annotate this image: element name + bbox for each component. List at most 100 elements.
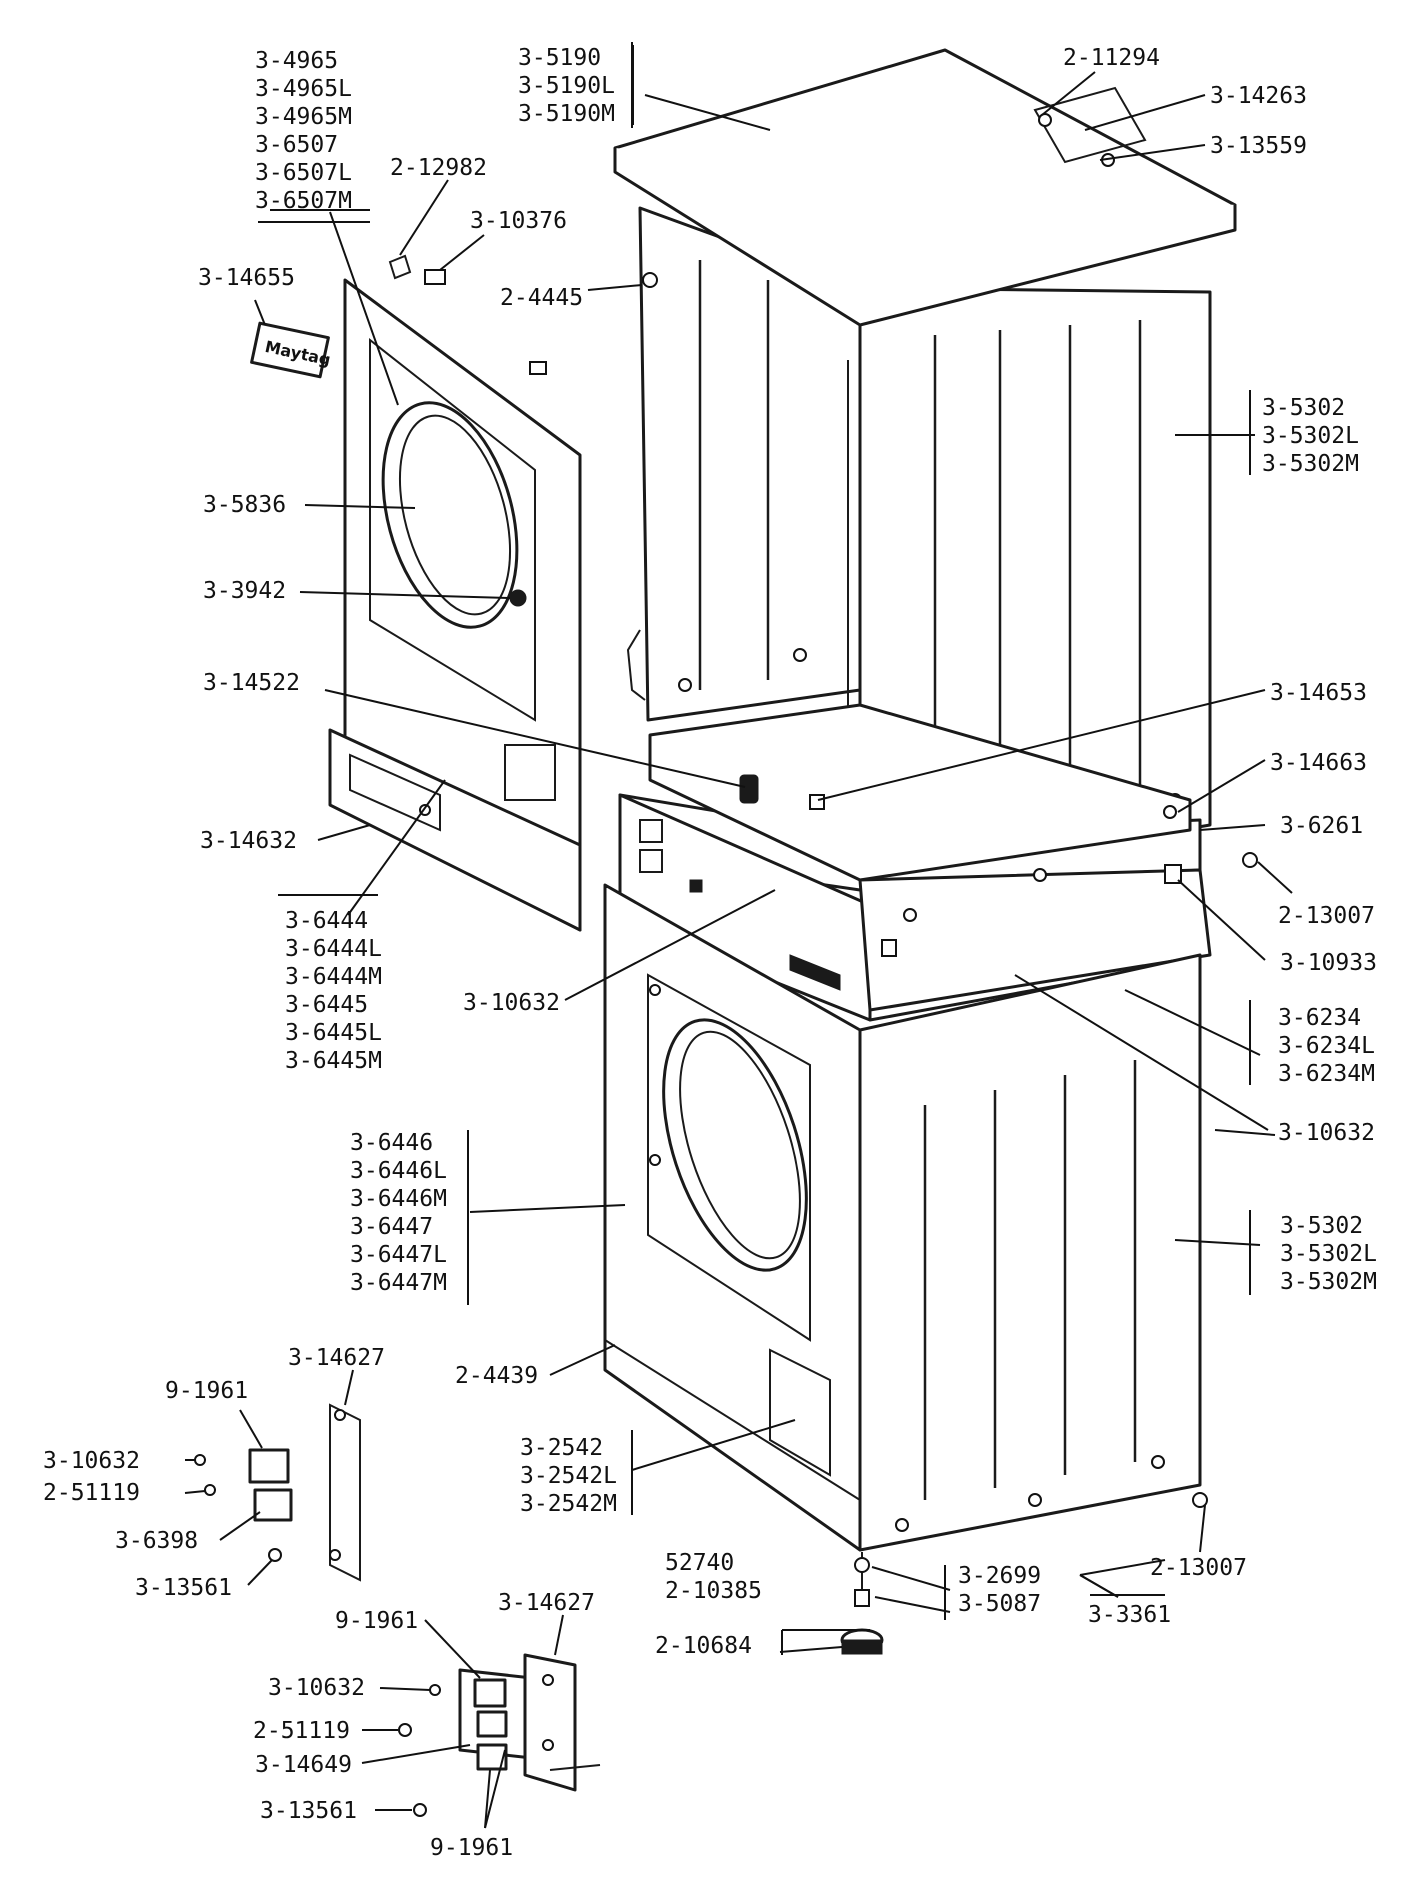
label-2-12982: 2-12982	[390, 155, 487, 181]
label-lower-cabinet-0: 3-6446	[350, 1130, 433, 1156]
label-kit2-3-14627: 3-14627	[498, 1590, 595, 1616]
label-top-cover-2: 3-5190M	[518, 101, 615, 127]
label-upper-side-1: 3-5302L	[1262, 423, 1359, 449]
screw-kit1-10632	[194, 1454, 206, 1466]
label-kit1-9-1961: 9-1961	[165, 1378, 248, 1404]
switch-kit-2	[398, 1653, 601, 1817]
base-tray	[648, 703, 1192, 882]
label-top-front-3: 3-6507	[255, 132, 338, 158]
label-kit1-3-14627: 3-14627	[288, 1345, 385, 1371]
label-3-3361: 3-3361	[1088, 1602, 1171, 1628]
label-top-front-1: 3-4965L	[255, 76, 352, 102]
label-foot-0: 52740	[665, 1550, 734, 1576]
label-kit1-2-51119: 2-51119	[43, 1480, 140, 1506]
label-3-10933: 3-10933	[1280, 950, 1377, 976]
nameplate-badge: Maytag	[250, 321, 332, 379]
label-3-14663: 3-14663	[1270, 750, 1367, 776]
screw-kit2-51119	[398, 1723, 412, 1737]
label-lower-front-4: 3-6445L	[285, 1020, 382, 1046]
label-group-bars	[258, 42, 1251, 1655]
clip-upper-right	[529, 361, 547, 375]
part-number-labels: 3-4965 3-4965L 3-4965M 3-6507 3-6507L 3-…	[43, 45, 1377, 1861]
switch-block-lower	[253, 1488, 293, 1522]
label-lower-side-1: 3-5302L	[1280, 1241, 1377, 1267]
label-3-5836: 3-5836	[203, 492, 286, 518]
label-2-4439: 2-4439	[455, 1363, 538, 1389]
label-access-1: 3-2542L	[520, 1463, 617, 1489]
bracket-3-10933	[1164, 864, 1182, 884]
label-lower-front-5: 3-6445M	[285, 1048, 382, 1074]
upper-door-glass	[381, 401, 519, 629]
bracket-3-14627-b	[523, 1653, 577, 1792]
label-3-14655: 3-14655	[198, 265, 295, 291]
label-2-10684: 2-10684	[655, 1633, 752, 1659]
duct-elbow	[739, 774, 759, 804]
switch-block-upper	[248, 1448, 290, 1484]
label-kit2-9-1961-bottom: 9-1961	[430, 1835, 513, 1861]
label-3-10632-a: 3-10632	[463, 990, 560, 1016]
label-lower-front-1: 3-6444L	[285, 936, 382, 962]
screw-3-14663	[1163, 805, 1177, 819]
label-2-13007-a: 2-13007	[1278, 903, 1375, 929]
label-top-front-4: 3-6507L	[255, 160, 352, 186]
cabinet-top-frame	[858, 868, 1212, 1012]
label-kit2-3-14649: 3-14649	[255, 1752, 352, 1778]
label-3-14522: 3-14522	[203, 670, 300, 696]
mid-frame	[618, 703, 1212, 1022]
lower-trim-strip	[328, 728, 582, 932]
label-lower-front-3: 3-6445	[285, 992, 368, 1018]
label-kit2-3-10632: 3-10632	[268, 1675, 365, 1701]
label-upper-side-2: 3-5302M	[1262, 451, 1359, 477]
screw-kit1-51119	[204, 1484, 216, 1496]
clip-3-10376	[424, 269, 446, 285]
leader-lines	[184, 45, 1293, 1829]
label-leg-0: 3-2699	[958, 1563, 1041, 1589]
label-kit1-3-13561: 3-13561	[135, 1575, 232, 1601]
label-lower-cabinet-1: 3-6446L	[350, 1158, 447, 1184]
label-3-10376: 3-10376	[470, 208, 567, 234]
label-access-2: 3-2542M	[520, 1491, 617, 1517]
screw-kit2-13561	[413, 1803, 427, 1817]
label-2-11294: 2-11294	[1063, 45, 1160, 71]
label-3-13559: 3-13559	[1210, 133, 1307, 159]
label-3-14263: 3-14263	[1210, 83, 1307, 109]
label-lower-cabinet-2: 3-6446M	[350, 1186, 447, 1212]
label-3-10632-b: 3-10632	[1278, 1120, 1375, 1146]
screw-kit1-13561	[268, 1548, 282, 1562]
screw-2-13007-b	[1192, 1492, 1208, 1508]
label-kit1-3-10632: 3-10632	[43, 1448, 140, 1474]
lower-right-side-panel	[858, 953, 1202, 1552]
screw-kit2-10632	[429, 1684, 441, 1696]
label-3-14653: 3-14653	[1270, 680, 1367, 706]
label-top-cover-1: 3-5190L	[518, 73, 615, 99]
label-top-front-2: 3-4965M	[255, 104, 352, 130]
screw-2-4445	[642, 272, 658, 288]
label-lower-cabinet-5: 3-6447M	[350, 1270, 447, 1296]
access-panel	[769, 1348, 831, 1477]
label-upper-side-0: 3-5302	[1262, 395, 1345, 421]
lower-cabinet	[603, 883, 1202, 1552]
label-lower-side-0: 3-5302	[1280, 1213, 1363, 1239]
clip-2-12982	[388, 254, 412, 280]
label-lower-front-2: 3-6444M	[285, 964, 382, 990]
small-window-upper	[504, 744, 556, 801]
label-top-cover-0: 3-5190	[518, 45, 601, 71]
label-3-3942: 3-3942	[203, 578, 286, 604]
label-foot-1: 2-10385	[665, 1578, 762, 1604]
label-top-front-5: 3-6507M	[255, 188, 352, 214]
upper-front-door-panel	[328, 278, 582, 932]
label-lower-front-0: 3-6444	[285, 908, 368, 934]
switch-block-top	[473, 1678, 507, 1708]
screw-2-13007-a	[1242, 852, 1258, 868]
label-lower-cabinet-3: 3-6447	[350, 1214, 433, 1240]
label-mid-frame-2: 3-6234M	[1278, 1061, 1375, 1087]
label-leg-1: 3-5087	[958, 1591, 1041, 1617]
label-2-13007-b: 2-13007	[1150, 1555, 1247, 1581]
label-access-0: 3-2542	[520, 1435, 603, 1461]
switch-kit-1	[194, 1403, 361, 1582]
label-3-14632: 3-14632	[200, 828, 297, 854]
label-3-6261: 3-6261	[1280, 813, 1363, 839]
label-lower-side-2: 3-5302M	[1280, 1269, 1377, 1295]
bracket-3-14627-a	[329, 1403, 361, 1582]
